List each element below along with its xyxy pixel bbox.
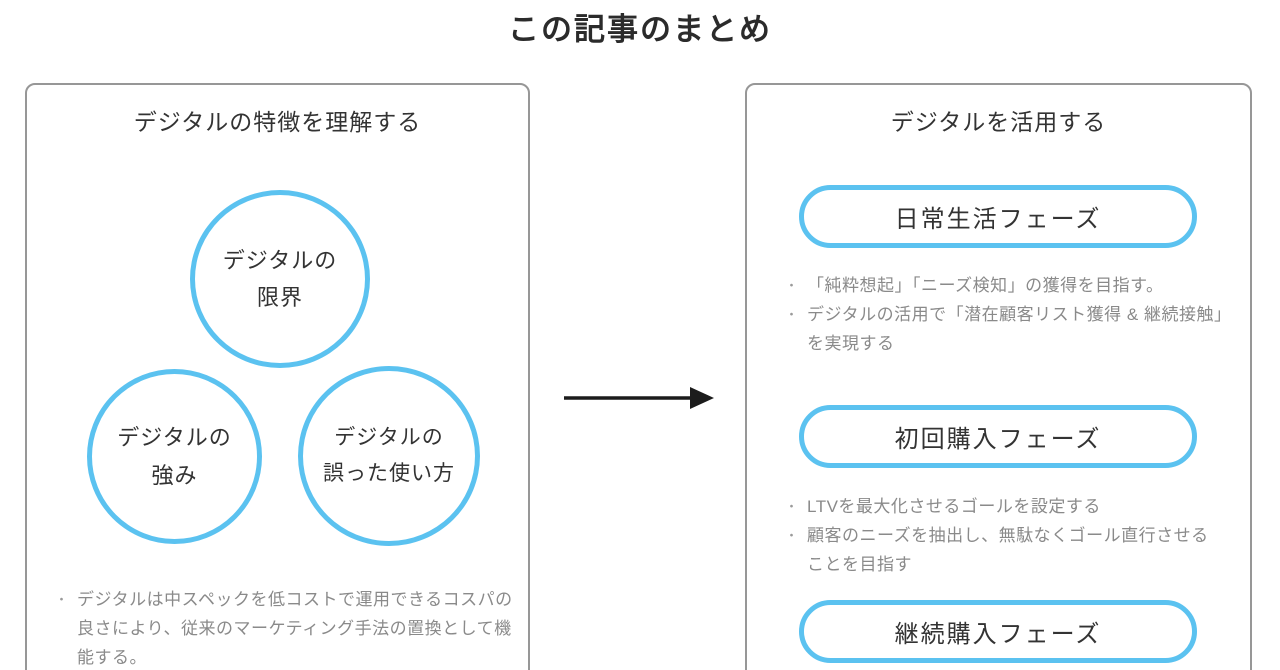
circle-label-line: 限界 (256, 285, 303, 310)
circle-label-line: 強み (151, 462, 198, 488)
phase-pill-repeat-purchase: 継続購入フェーズ (799, 600, 1197, 663)
note-text: デジタルの活用で「潜在顧客リスト獲得 & 継続接触」を実現する (807, 305, 1223, 354)
right-panel-title: デジタルを活用する (890, 109, 1107, 135)
bullet-marker: ・ (785, 278, 799, 293)
right-arrow-icon (558, 380, 718, 416)
circle-label-line: デジタルの (334, 426, 444, 450)
note-text: 顧客のニーズを抽出し、無駄なくゴール直行させることを目指す (807, 526, 1209, 575)
phase-pill-daily-life: 日常生活フェーズ (799, 185, 1197, 248)
bullet-marker: ・ (785, 307, 799, 323)
bullet-marker: ・ (785, 528, 799, 544)
daily-life-notes: ・ 「純粋想起」「ニーズ検知」の獲得を目指す。 ・ デジタルの活用で「潜在顧客リ… (785, 271, 1225, 359)
page-title: この記事のまとめ (508, 12, 772, 47)
phase-label: 日常生活フェーズ (894, 206, 1102, 233)
circle-label-line: 誤った使い方 (323, 462, 455, 485)
circle-label-line: デジタルの (117, 425, 232, 451)
list-item: ・ デジタルは中スペックを低コストで運用できるコスパの良さにより、従来のマーケテ… (55, 585, 517, 670)
phase-pill-first-purchase: 初回購入フェーズ (799, 405, 1197, 468)
note-text: LTVを最大化させるゴールを設定する (807, 497, 1101, 516)
note-text: デジタルは中スペックを低コストで運用できるコスパの良さにより、従来のマーケティン… (77, 590, 513, 668)
phase-label: 初回購入フェーズ (894, 426, 1102, 453)
bullet-marker: ・ (785, 499, 799, 514)
circle-digital-strengths: デジタルの 強み (87, 369, 262, 544)
note-text: 「純粋想起」「ニーズ検知」の獲得を目指す。 (807, 276, 1164, 295)
left-panel-title: デジタルの特徴を理解する (133, 109, 422, 135)
list-item: ・ 顧客のニーズを抽出し、無駄なくゴール直行させることを目指す (785, 521, 1225, 579)
left-panel-notes: ・ デジタルは中スペックを低コストで運用できるコスパの良さにより、従来のマーケテ… (55, 585, 517, 670)
right-panel: デジタルを活用する 日常生活フェーズ ・ 「純粋想起」「ニーズ検知」の獲得を目指… (745, 83, 1252, 670)
circle-digital-limits: デジタルの 限界 (190, 190, 370, 368)
phase-label: 継続購入フェーズ (894, 621, 1102, 648)
circle-label-line: デジタルの (222, 247, 338, 273)
list-item: ・ 「純粋想起」「ニーズ検知」の獲得を目指す。 (785, 271, 1225, 300)
first-purchase-notes: ・ LTVを最大化させるゴールを設定する ・ 顧客のニーズを抽出し、無駄なくゴー… (785, 492, 1225, 580)
left-panel: デジタルの特徴を理解する デジタルの 限界 デジタルの 強み デジタルの 誤った… (25, 83, 530, 670)
list-item: ・ LTVを最大化させるゴールを設定する (785, 492, 1225, 521)
bullet-marker: ・ (55, 592, 69, 607)
list-item: ・ デジタルの活用で「潜在顧客リスト獲得 & 継続接触」を実現する (785, 300, 1225, 358)
right-arrow-svg (564, 387, 714, 409)
circle-digital-misuse: デジタルの 誤った使い方 (298, 366, 480, 546)
